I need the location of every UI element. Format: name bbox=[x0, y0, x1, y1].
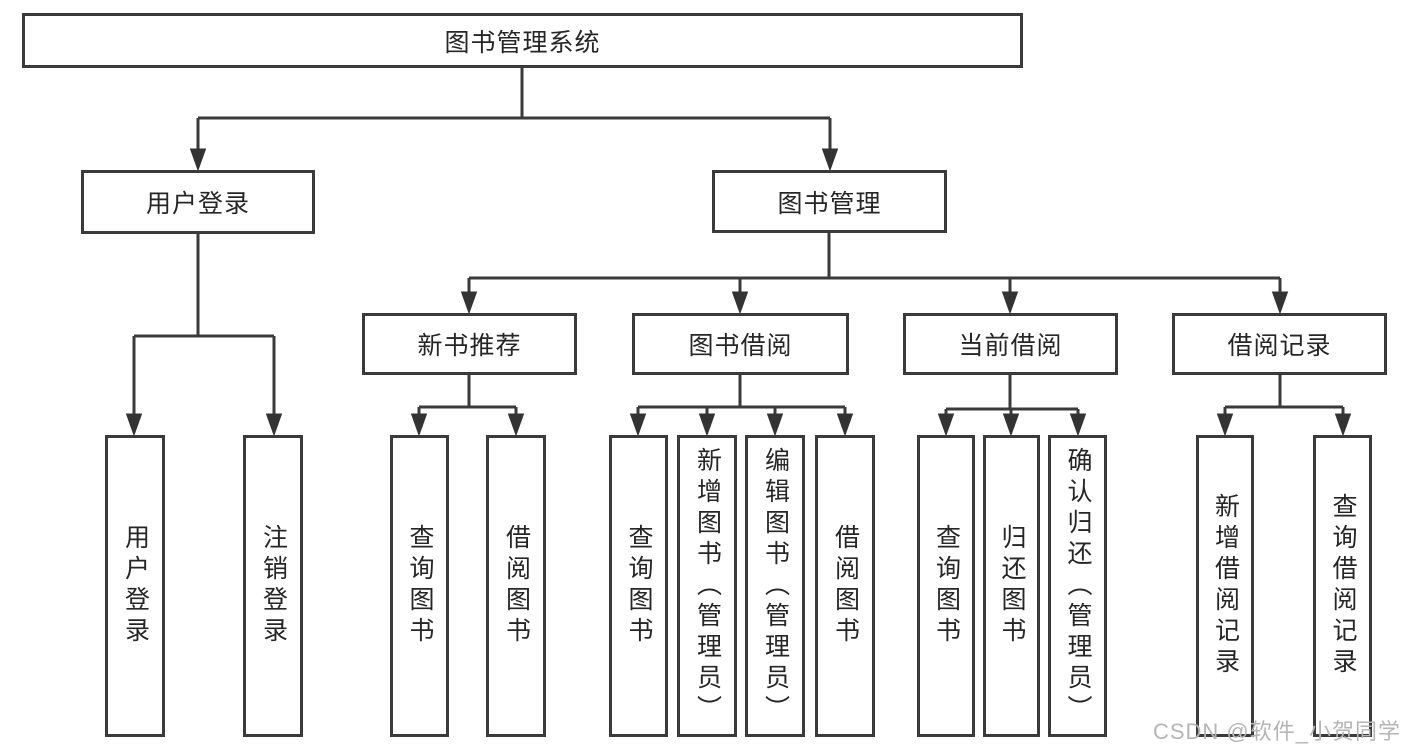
arrowhead bbox=[125, 413, 143, 437]
arrowhead bbox=[1334, 413, 1352, 437]
node-label: 新书推荐 bbox=[417, 332, 522, 360]
leaf-logout: 注销登录 bbox=[243, 435, 303, 737]
arrowhead bbox=[1069, 413, 1087, 437]
connector-book-borrow bbox=[629, 375, 854, 437]
leaf-recommend-query-books: 查询图书 bbox=[390, 435, 449, 737]
arrowhead bbox=[1271, 291, 1289, 315]
arrowhead bbox=[821, 148, 839, 172]
leaf-records-add-record: 新增借阅记录 bbox=[1196, 435, 1254, 737]
csdn-watermark: CSDN @软件_小贺同学 bbox=[1152, 719, 1401, 744]
node-label: 图书借阅 bbox=[688, 332, 793, 360]
connector-new-book-recommend bbox=[410, 375, 525, 437]
node-root-system: 图书管理系统 bbox=[22, 13, 1023, 68]
arrowhead bbox=[460, 291, 478, 315]
arrowhead bbox=[507, 413, 525, 437]
connector-book-management-branch bbox=[460, 233, 1289, 315]
node-book-management-branch: 图书管理 bbox=[712, 170, 947, 233]
node-user-login-branch: 用户登录 bbox=[81, 170, 315, 234]
node-label: 归还图书 bbox=[998, 524, 1026, 648]
node-label: 当前借阅 bbox=[958, 332, 1063, 360]
node-label: 注销登录 bbox=[259, 524, 288, 648]
connector-current-borrow bbox=[937, 375, 1087, 437]
node-new-book-recommend: 新书推荐 bbox=[362, 313, 577, 375]
leaf-borrow-query-books: 查询图书 bbox=[609, 435, 668, 737]
arrowhead bbox=[189, 148, 207, 172]
arrowhead bbox=[698, 413, 716, 437]
node-label: 新增借阅记录 bbox=[1211, 493, 1240, 679]
arrowhead bbox=[1216, 413, 1234, 437]
node-label: 查询图书 bbox=[406, 524, 434, 648]
node-borrow-records: 借阅记录 bbox=[1172, 313, 1387, 375]
leaf-borrow-edit-books-admin: 编辑图书（管理员） bbox=[745, 435, 805, 737]
leaf-current-query-books: 查询图书 bbox=[917, 435, 975, 737]
node-label: 查询图书 bbox=[932, 524, 961, 648]
arrowhead bbox=[410, 413, 428, 437]
arrowhead bbox=[731, 291, 749, 315]
node-label: 用户登录 bbox=[145, 190, 250, 218]
arrowhead bbox=[1001, 291, 1019, 315]
leaf-current-confirm-return-admin: 确认归还（管理员） bbox=[1048, 435, 1107, 737]
node-book-borrow: 图书借阅 bbox=[632, 313, 849, 375]
node-label: 查询借阅记录 bbox=[1329, 493, 1357, 679]
leaf-borrow-add-books-admin: 新增图书（管理员） bbox=[677, 435, 737, 737]
arrowhead bbox=[265, 413, 283, 437]
connector-borrow-records bbox=[1216, 375, 1352, 437]
node-label: 新增图书（管理员） bbox=[693, 446, 722, 726]
node-label: 查询图书 bbox=[625, 524, 653, 648]
leaf-records-query-record: 查询借阅记录 bbox=[1313, 435, 1372, 737]
arrowhead bbox=[629, 413, 647, 437]
connector-user-login-branch bbox=[125, 234, 283, 437]
node-label: 借阅图书 bbox=[502, 524, 531, 648]
node-label: 确认归还（管理员） bbox=[1064, 446, 1092, 726]
arrowhead bbox=[766, 413, 784, 437]
node-label: 借阅记录 bbox=[1227, 332, 1332, 360]
leaf-user-login: 用户登录 bbox=[105, 435, 165, 737]
node-label: 借阅图书 bbox=[831, 524, 860, 648]
leaf-current-return-books: 归还图书 bbox=[983, 435, 1040, 737]
node-current-borrow: 当前借阅 bbox=[903, 313, 1118, 375]
node-label: 图书管理系统 bbox=[444, 28, 601, 57]
connector-root-to-level2 bbox=[189, 68, 839, 172]
leaf-borrow-borrow-books: 借阅图书 bbox=[815, 435, 875, 737]
arrowhead bbox=[1002, 413, 1020, 437]
node-label: 用户登录 bbox=[121, 524, 150, 648]
node-label: 图书管理 bbox=[777, 189, 882, 218]
arrowhead bbox=[937, 413, 955, 437]
leaf-recommend-borrow-books: 借阅图书 bbox=[486, 435, 546, 737]
node-label: 编辑图书（管理员） bbox=[761, 446, 790, 726]
arrowhead bbox=[836, 413, 854, 437]
